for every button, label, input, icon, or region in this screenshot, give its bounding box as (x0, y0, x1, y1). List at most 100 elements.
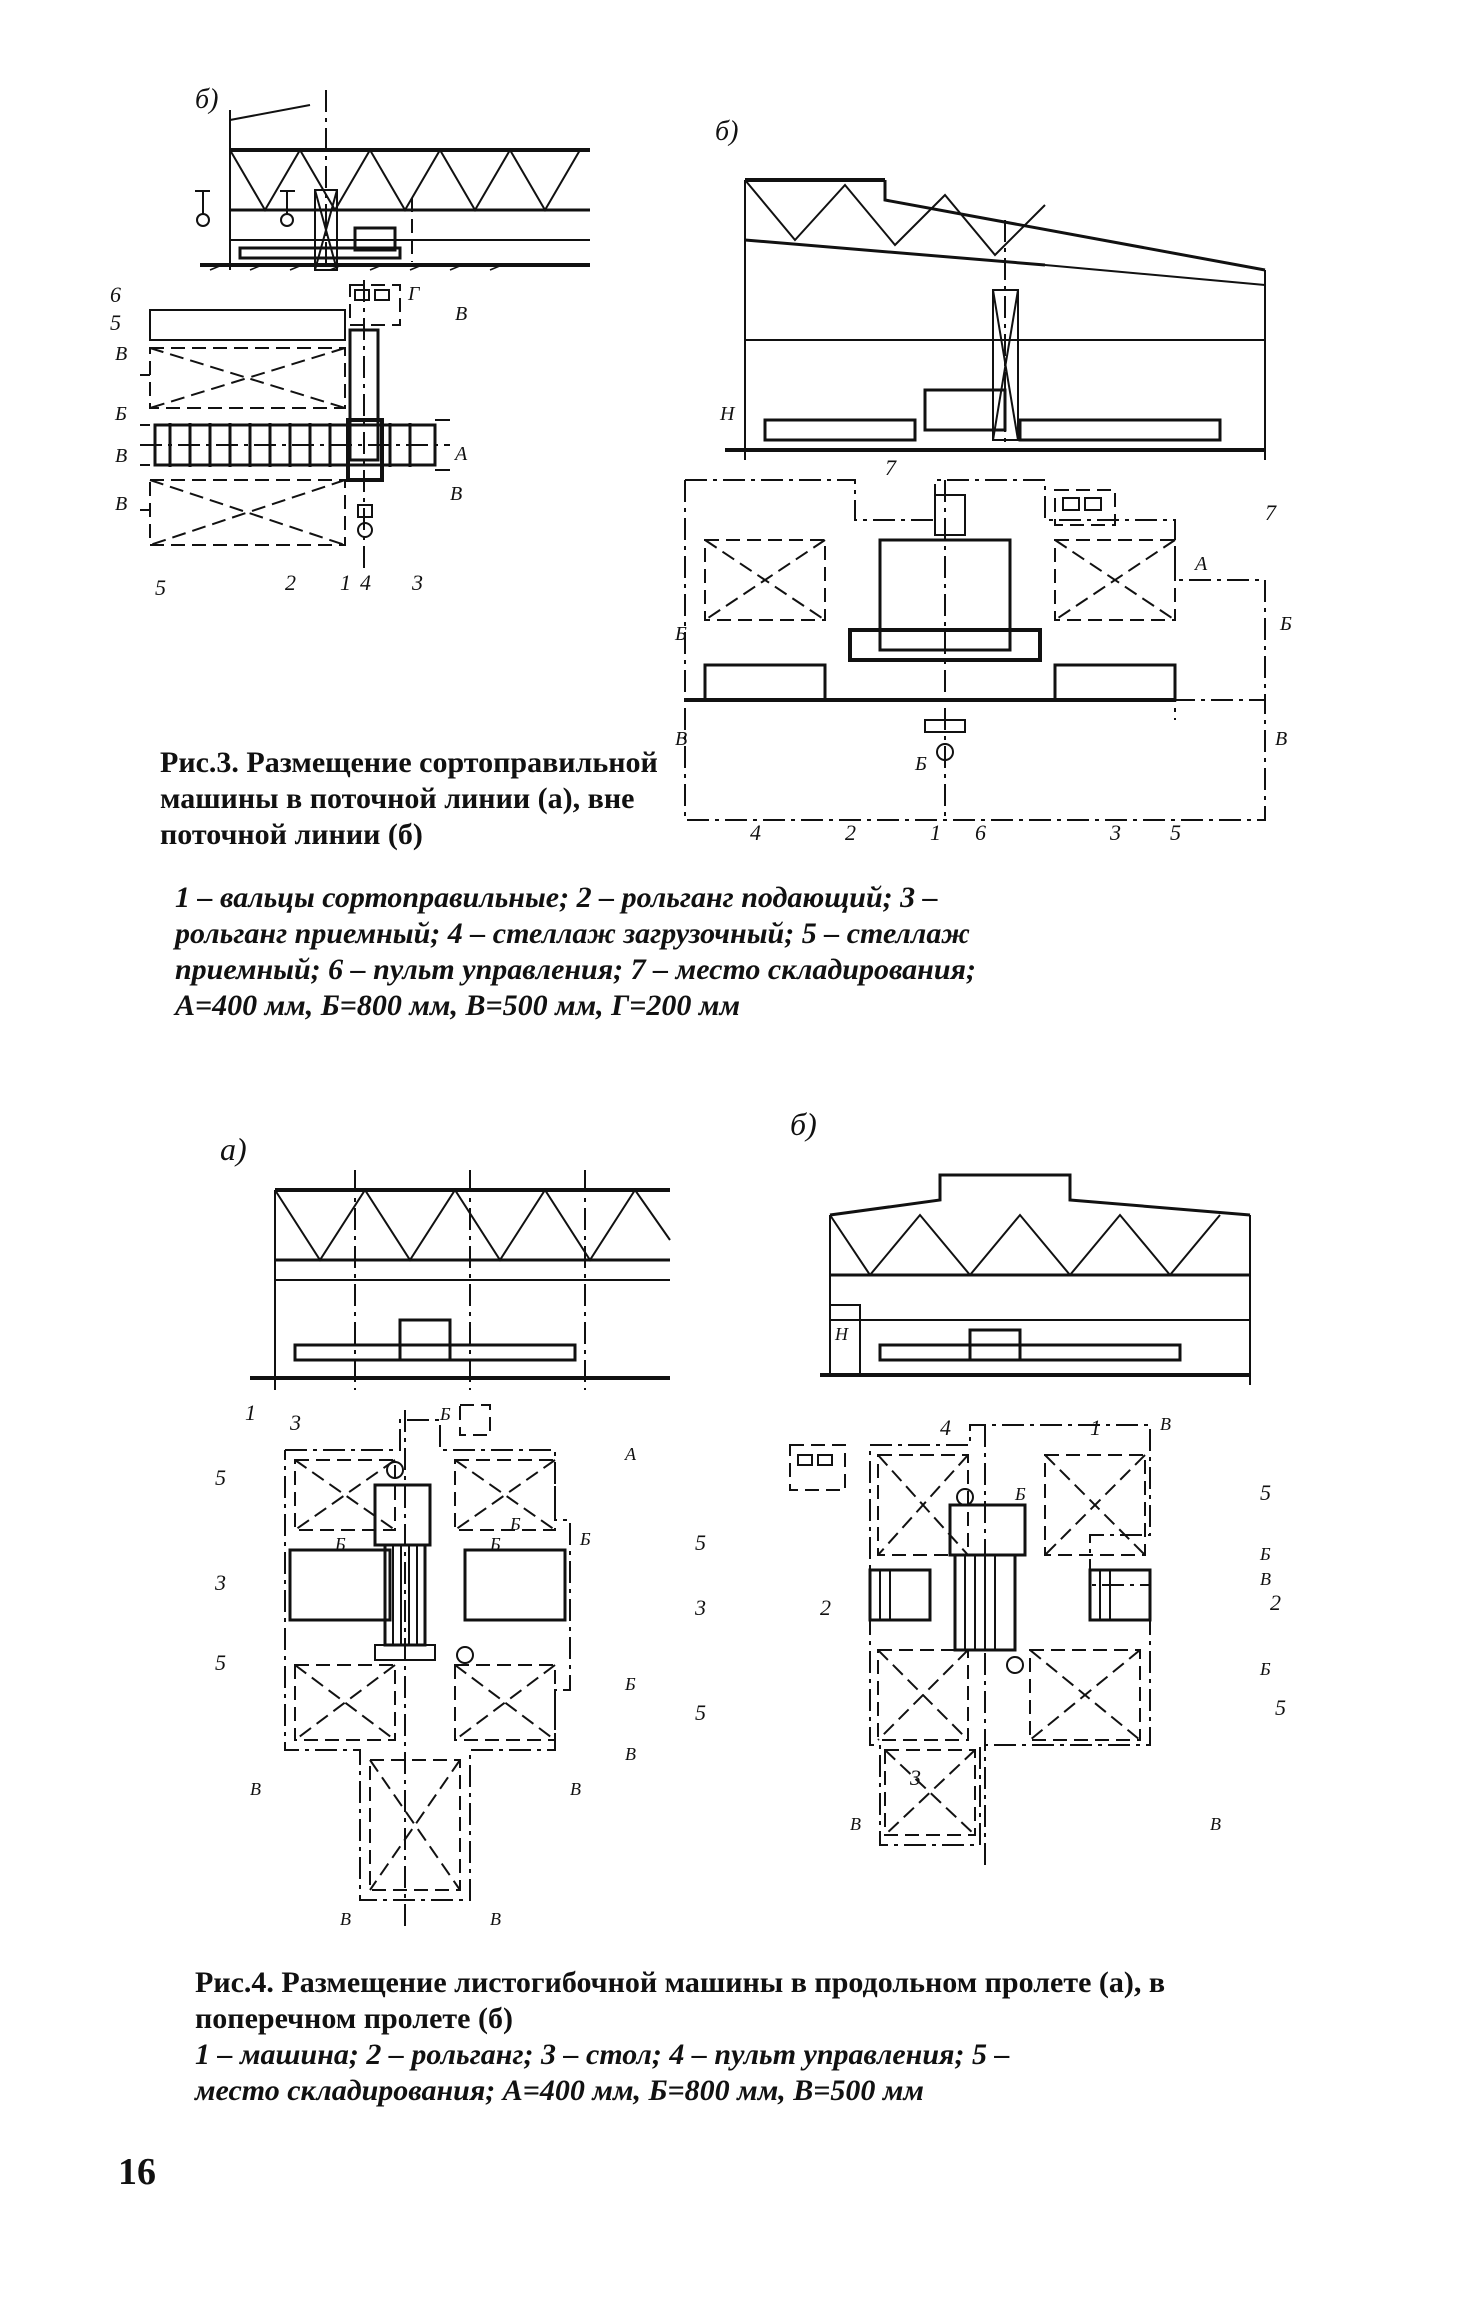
fig4a-dim: А (624, 1444, 637, 1464)
fig3b-label: 1 (930, 820, 941, 845)
fig4b-dims: В Б В Б В Б В Н (834, 1324, 1271, 1834)
fig4a-label: 5 (695, 1700, 706, 1725)
fig3b-dim: Н (719, 403, 736, 425)
fig3-legend: 1 – вальцы сортоправильные; 2 – рольганг… (175, 880, 1275, 1024)
fig4b-dim: Н (834, 1324, 849, 1344)
fig4b-label: 2 (1270, 1590, 1281, 1615)
fig3a-dims: В Б В В Г В А В (114, 283, 468, 515)
fig4-legend-line: 1 – машина; 2 – рольганг; 3 – стол; 4 – … (195, 2038, 1010, 2071)
fig4a-label: 5 (215, 1650, 226, 1675)
fig3b-dim: Б (914, 753, 927, 775)
fig3b-dim: Б (674, 623, 687, 645)
fig4a-dim: В (250, 1779, 261, 1799)
fig3a-label: 6 (110, 282, 121, 307)
fig3-caption: Рис.3. Размещение сортоправильной машины… (160, 745, 670, 853)
fig3b-drawing: б) 7 7 4 (674, 116, 1292, 845)
fig4b-panel-label: б) (790, 1106, 817, 1142)
fig3-legend-line: рольганг приемный; 4 – стеллаж загрузочн… (175, 917, 970, 950)
fig3-caption-title: Рис.3. Размещение сортоправильной машины… (160, 746, 658, 851)
fig4a-label: 3 (214, 1570, 226, 1595)
fig4a-dim: Б (579, 1529, 591, 1549)
fig3a-dim: В (115, 343, 127, 365)
fig3b-label: 6 (975, 820, 986, 845)
fig3a-label: 3 (411, 570, 423, 595)
fig3a-label: 5 (110, 310, 121, 335)
fig3a-dim: В (115, 445, 127, 467)
fig3a-dim: А (453, 443, 468, 465)
fig4b-dim: В (850, 1814, 861, 1834)
fig4-caption-title: Рис.4. Размещение листогибочной машины в… (195, 1966, 1166, 2035)
fig4b-numbers: 4 1 5 2 2 5 3 (820, 1415, 1286, 1790)
fig3a-dim: В (115, 493, 127, 515)
fig4a-elevation (250, 1170, 670, 1390)
fig4-legend-line: место складирования; А=400 мм, Б=800 мм,… (195, 2074, 924, 2107)
fig4a-label: 1 (245, 1400, 256, 1425)
fig3b-dim: В (1275, 728, 1287, 750)
fig4b-dim: В (1210, 1814, 1221, 1834)
fig3b-dims: Н Б В Б Б А В (674, 403, 1292, 775)
fig4a-numbers: 1 3 5 5 3 3 5 5 (214, 1400, 706, 1725)
fig4b-dim: Б (1014, 1484, 1026, 1504)
fig3a-numbers: 6 5 5 2 1 4 3 (110, 282, 423, 600)
fig3b-label: 7 (885, 455, 897, 480)
fig3a-label: 4 (360, 570, 371, 595)
fig3-legend-line: приемный; 6 – пульт управления; 7 – мест… (175, 953, 976, 986)
fig3a-dim: В (455, 303, 467, 325)
fig3b-dim: А (1193, 553, 1208, 575)
fig3a-dim: В (450, 483, 462, 505)
fig4a-dim: Б (334, 1534, 346, 1554)
fig4b-label: 2 (820, 1595, 831, 1620)
fig4b-label: 3 (909, 1765, 921, 1790)
fig3a-dim: Г (407, 283, 421, 305)
fig4a-panel-label: а) (220, 1131, 247, 1167)
fig3a-plan (140, 280, 450, 570)
fig4a-dim: Б (624, 1674, 636, 1694)
fig3a-label: 5 (155, 575, 166, 600)
fig4b-dim: В (1160, 1414, 1171, 1434)
fig3b-dim: В (675, 728, 687, 750)
fig4b-drawing: б) 4 1 (790, 1106, 1286, 1885)
fig4a-dim: Б (509, 1514, 521, 1534)
fig4a-label: 3 (289, 1410, 301, 1435)
fig4a-dim: В (625, 1744, 636, 1764)
fig3b-plan (685, 480, 1265, 820)
fig4b-dim: Б (1259, 1544, 1271, 1564)
fig4a-dim: Б (439, 1404, 451, 1424)
fig4a-label: 3 (694, 1595, 706, 1620)
fig3b-panel-label: б) (715, 116, 738, 147)
fig4b-dim: Б (1259, 1659, 1271, 1679)
fig3b-label: 7 (1265, 500, 1277, 525)
fig4b-label: 5 (1275, 1695, 1286, 1720)
fig4a-label: 5 (215, 1465, 226, 1490)
fig4a-dim: Б (489, 1534, 501, 1554)
fig3a-elevation (195, 90, 590, 270)
fig4b-label: 5 (1260, 1480, 1271, 1505)
fig4b-label: 4 (940, 1415, 951, 1440)
fig3-legend-line: 1 – вальцы сортоправильные; 2 – рольганг… (175, 881, 938, 914)
fig4b-label: 1 (1090, 1415, 1101, 1440)
fig3b-label: 2 (845, 820, 856, 845)
fig3b-elevation (725, 180, 1265, 460)
fig4b-plan (790, 1425, 1150, 1865)
fig3b-label: 3 (1109, 820, 1121, 845)
fig4a-dim: В (570, 1779, 581, 1799)
fig3a-drawing: б) (110, 84, 670, 600)
fig3b-dim: Б (1279, 613, 1292, 635)
fig3a-dim: Б (114, 403, 127, 425)
fig4a-drawing: а) 1 3 5 (214, 1131, 706, 1950)
fig3a-label: 2 (285, 570, 296, 595)
fig3b-label: 4 (750, 820, 761, 845)
fig3-legend-line: А=400 мм, Б=800 мм, В=500 мм, Г=200 мм (175, 989, 740, 1022)
fig3b-numbers: 7 7 4 2 1 6 3 5 (750, 455, 1277, 845)
fig3a-panel-label: б) (195, 84, 218, 115)
fig4-caption: Рис.4. Размещение листогибочной машины в… (195, 1965, 1305, 2109)
fig3a-label: 1 (340, 570, 351, 595)
fig4a-dims: Б Б А Б Б Б В В В В В Б (250, 1404, 637, 1929)
page-number: 16 (118, 2151, 156, 2193)
fig4a-label: 5 (695, 1530, 706, 1555)
fig3a-ground-hatch (210, 265, 502, 270)
fig4a-plan (285, 1405, 570, 1930)
fig4b-elevation (820, 1175, 1250, 1385)
fig3b-label: 5 (1170, 820, 1181, 845)
fig4a-dim: В (340, 1909, 351, 1929)
